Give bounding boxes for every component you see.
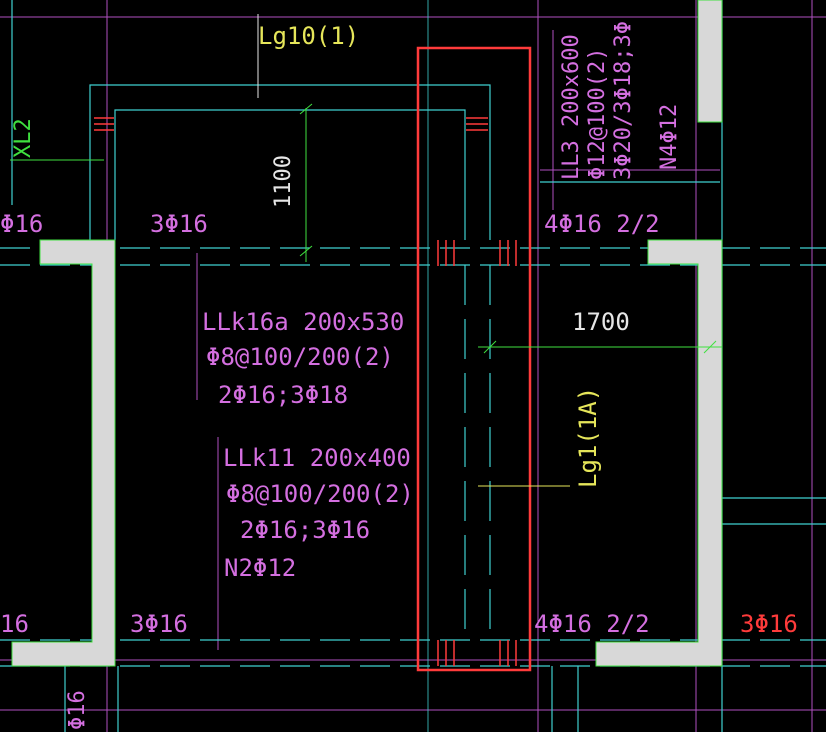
ll3-annotation: LL3 200x600 Φ12@100(2) 3Φ20/3Φ18;3Φ N4Φ1…: [559, 21, 682, 180]
llk11-annotation: LLk11 200x400 Φ8@100/200(2) 2Φ16;3Φ16 N2…: [223, 444, 414, 582]
label-dim-1100: 1100: [271, 155, 296, 208]
ll3-line4: N4Φ12: [657, 104, 682, 170]
label-lg10: Lg10(1): [258, 22, 359, 50]
label-bottom-phi16: Φ16: [65, 690, 90, 730]
label-bot-4phi16: 4Φ16 2/2: [534, 610, 650, 638]
label-dim-1700: 1700: [572, 308, 630, 336]
llk11-line4: N2Φ12: [224, 554, 296, 582]
llk16a-line3: 2Φ16;3Φ18: [218, 381, 348, 409]
label-lg1: Lg1(1A): [574, 387, 602, 488]
ll3-line1: LL3 200x600: [559, 34, 584, 180]
rebar-ticks: [94, 117, 517, 666]
label-top-4phi16: 4Φ16 2/2: [544, 210, 660, 238]
label-bot-3phi16: 3Φ16: [130, 610, 188, 638]
llk16a-annotation: LLk16a 200x530 Φ8@100/200(2) 2Φ16;3Φ18: [202, 308, 404, 409]
llk16a-line1: LLk16a 200x530: [202, 308, 404, 336]
ll3-line3: 3Φ20/3Φ18;3Φ: [611, 21, 636, 180]
dimension-lines: [10, 103, 722, 354]
highlight-rectangle: [416, 46, 532, 672]
llk11-line2: Φ8@100/200(2): [226, 480, 414, 508]
label-top-3phi16: 3Φ16: [150, 210, 208, 238]
label-leaders: [257, 14, 570, 487]
label-xl2: XL2: [11, 118, 36, 158]
label-right-red: 3Φ16: [740, 610, 798, 638]
label-left-bot-16: 16: [0, 610, 29, 638]
llk16a-line2: Φ8@100/200(2): [206, 343, 394, 371]
llk11-line1: LLk11 200x400: [223, 444, 411, 472]
label-left-top-16: Φ16: [0, 210, 43, 238]
walls-and-columns: [11, 0, 723, 667]
llk11-line3: 2Φ16;3Φ16: [240, 516, 370, 544]
ll3-line2: Φ12@100(2): [585, 48, 610, 180]
